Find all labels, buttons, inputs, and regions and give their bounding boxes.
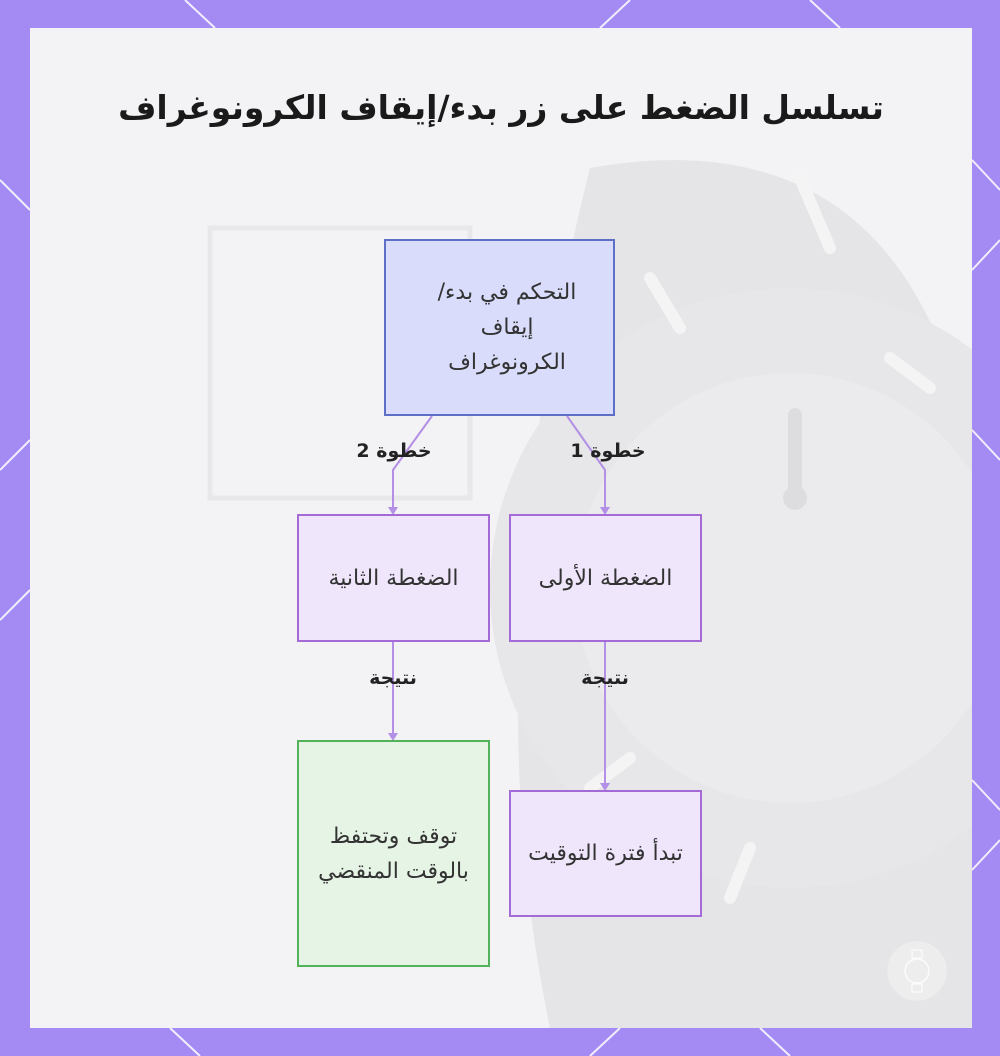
node-label: الضغطة الأولى bbox=[538, 565, 673, 591]
edge-label-step1: خطوة 1 bbox=[570, 440, 646, 462]
node-second-press: الضغطة الثانية bbox=[297, 514, 490, 642]
arrowhead bbox=[600, 507, 610, 515]
edge-label-result2: نتيجة bbox=[369, 667, 417, 689]
arrowhead bbox=[600, 783, 610, 791]
arrowhead bbox=[388, 507, 398, 515]
arrowhead bbox=[388, 733, 398, 741]
watch-logo-icon bbox=[887, 941, 947, 1001]
content-panel bbox=[30, 28, 972, 1028]
edge-root-to-second bbox=[392, 415, 433, 508]
node-chronograph-control: التحكم في بدء/إيقاف الكرونوغراف bbox=[384, 239, 615, 416]
edge-label-result1: نتيجة bbox=[581, 667, 629, 689]
edge-root-to-first bbox=[566, 415, 606, 508]
node-timing-starts: تبدأ فترة التوقيت bbox=[509, 790, 702, 917]
node-label: توقف وتحتفظ بالوقت المنقضي bbox=[318, 823, 469, 884]
node-stop-and-hold: توقف وتحتفظ بالوقت المنقضي bbox=[297, 740, 490, 967]
node-label: التحكم في بدء/إيقاف الكرونوغراف bbox=[437, 280, 577, 375]
edge-label-step2: خطوة 2 bbox=[356, 440, 432, 462]
node-label: الضغطة الثانية bbox=[328, 565, 459, 591]
node-label: تبدأ فترة التوقيت bbox=[528, 841, 683, 866]
diagram-title: تسلسل الضغط على زر بدء/إيقاف الكرونوغراف bbox=[118, 88, 884, 127]
node-first-press: الضغطة الأولى bbox=[509, 514, 702, 642]
